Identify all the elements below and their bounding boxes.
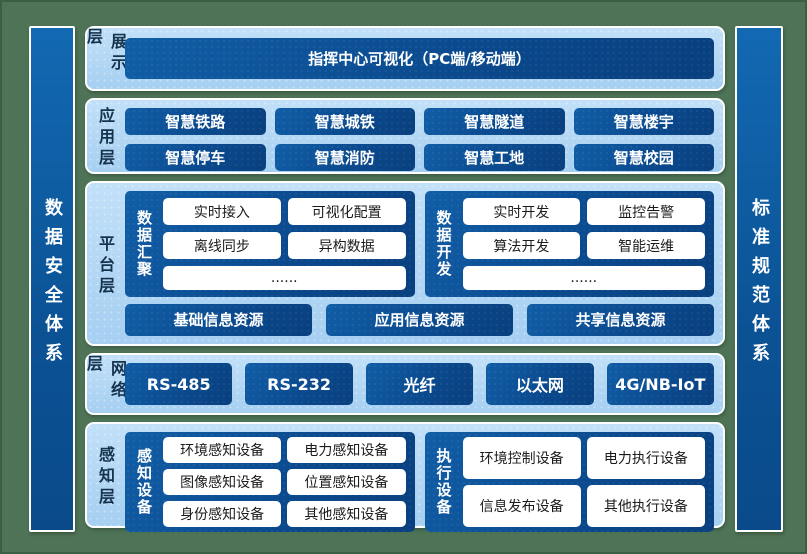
data-aggregation-group: 数据汇聚 实时接入 可视化配置 离线同步 异构数据 ......: [125, 191, 415, 297]
data-security-pillar: 数据安全体系: [29, 26, 75, 532]
app-item: 智慧停车: [125, 144, 266, 171]
application-grid: 智慧铁路 智慧城铁 智慧隧道 智慧楼宇 智慧停车 智慧消防 智慧工地 智慧校园: [125, 108, 714, 171]
data-development-title: 数据开发: [434, 209, 453, 278]
platform-item-more: ......: [462, 266, 705, 290]
platform-item-more: ......: [163, 266, 406, 290]
layer-stack: 展示层 指挥中心可视化（PC端/移动端） 应用层 智慧铁路 智慧城铁 智慧隧道 …: [84, 26, 725, 528]
platform-item: 算法开发: [462, 232, 581, 260]
platform-item: 离线同步: [163, 232, 281, 260]
network-item: 4G/NB-IoT: [606, 363, 714, 405]
data-aggregation-title: 数据汇聚: [135, 209, 153, 278]
perception-item: 位置感知设备: [287, 469, 406, 495]
perception-item: 图像感知设备: [163, 469, 282, 495]
layer-perception-label: 感知层: [96, 446, 115, 509]
display-command-center-box: 指挥中心可视化（PC端/移动端）: [125, 38, 714, 79]
network-item: RS-232: [245, 363, 353, 405]
perception-item: 其他执行设备: [586, 485, 705, 527]
layer-application: 应用层 智慧铁路 智慧城铁 智慧隧道 智慧楼宇 智慧停车 智慧消防 智慧工地 智…: [85, 98, 725, 174]
execution-devices-group: 执行设备 环境控制设备 电力执行设备 信息发布设备 其他执行设备: [425, 432, 715, 532]
network-grid: RS-485 RS-232 光纤 以太网 4G/NB-IoT: [125, 363, 714, 405]
app-item: 智慧楼宇: [573, 108, 714, 135]
resource-row: 基础信息资源 应用信息资源 共享信息资源: [125, 303, 714, 336]
network-item: RS-485: [125, 363, 233, 405]
app-item: 智慧城铁: [274, 108, 415, 135]
platform-groups: 数据汇聚 实时接入 可视化配置 离线同步 异构数据 ...... 数据开发 实时…: [125, 191, 714, 297]
layer-display-label: 展示层: [84, 28, 127, 75]
platform-item: 异构数据: [287, 232, 406, 260]
data-security-label: 数据安全体系: [42, 197, 63, 372]
perception-item: 电力执行设备: [586, 437, 705, 479]
app-item: 智慧校园: [573, 144, 714, 171]
standard-spec-pillar: 标准规范体系: [735, 26, 783, 532]
layer-network-label: 网络层: [84, 355, 127, 402]
layer-platform-label: 平台层: [96, 234, 115, 298]
platform-item: 实时开发: [462, 198, 581, 226]
app-item: 智慧消防: [274, 144, 415, 171]
layer-display: 展示层 指挥中心可视化（PC端/移动端）: [84, 26, 725, 91]
perception-item: 环境控制设备: [462, 437, 581, 479]
network-item: 光纤: [365, 363, 474, 405]
execution-devices-title: 执行设备: [434, 448, 453, 516]
data-development-group: 数据开发 实时开发 监控告警 算法开发 智能运维 ......: [425, 191, 715, 297]
platform-item: 智能运维: [587, 232, 705, 260]
perception-item: 其他感知设备: [287, 501, 406, 527]
layer-perception: 感知层 感知设备 环境感知设备 电力感知设备 图像感知设备 位置感知设备 身份感…: [85, 422, 725, 528]
app-item: 智慧工地: [424, 144, 565, 171]
resource-item: 应用信息资源: [326, 303, 513, 336]
perception-item: 身份感知设备: [163, 501, 282, 527]
app-item: 智慧隧道: [424, 108, 565, 135]
layer-application-label: 应用层: [96, 107, 115, 170]
perception-item: 环境感知设备: [163, 437, 282, 463]
sensing-devices-group: 感知设备 环境感知设备 电力感知设备 图像感知设备 位置感知设备 身份感知设备 …: [125, 432, 415, 532]
resource-item: 共享信息资源: [527, 303, 714, 336]
perception-item: 信息发布设备: [462, 485, 581, 527]
platform-item: 实时接入: [163, 198, 281, 226]
perception-item: 电力感知设备: [287, 437, 406, 463]
network-item: 以太网: [486, 363, 594, 405]
platform-item: 可视化配置: [287, 198, 406, 226]
app-item: 智慧铁路: [125, 108, 266, 135]
sensing-devices-title: 感知设备: [135, 448, 153, 516]
resource-item: 基础信息资源: [125, 303, 312, 336]
perception-groups: 感知设备 环境感知设备 电力感知设备 图像感知设备 位置感知设备 身份感知设备 …: [125, 432, 714, 532]
platform-item: 监控告警: [587, 198, 705, 226]
layer-network: 网络层 RS-485 RS-232 光纤 以太网 4G/NB-IoT: [84, 353, 725, 415]
layer-platform: 平台层 数据汇聚 实时接入 可视化配置 离线同步 异构数据 ......: [85, 181, 725, 346]
standard-spec-label: 标准规范体系: [749, 197, 770, 372]
